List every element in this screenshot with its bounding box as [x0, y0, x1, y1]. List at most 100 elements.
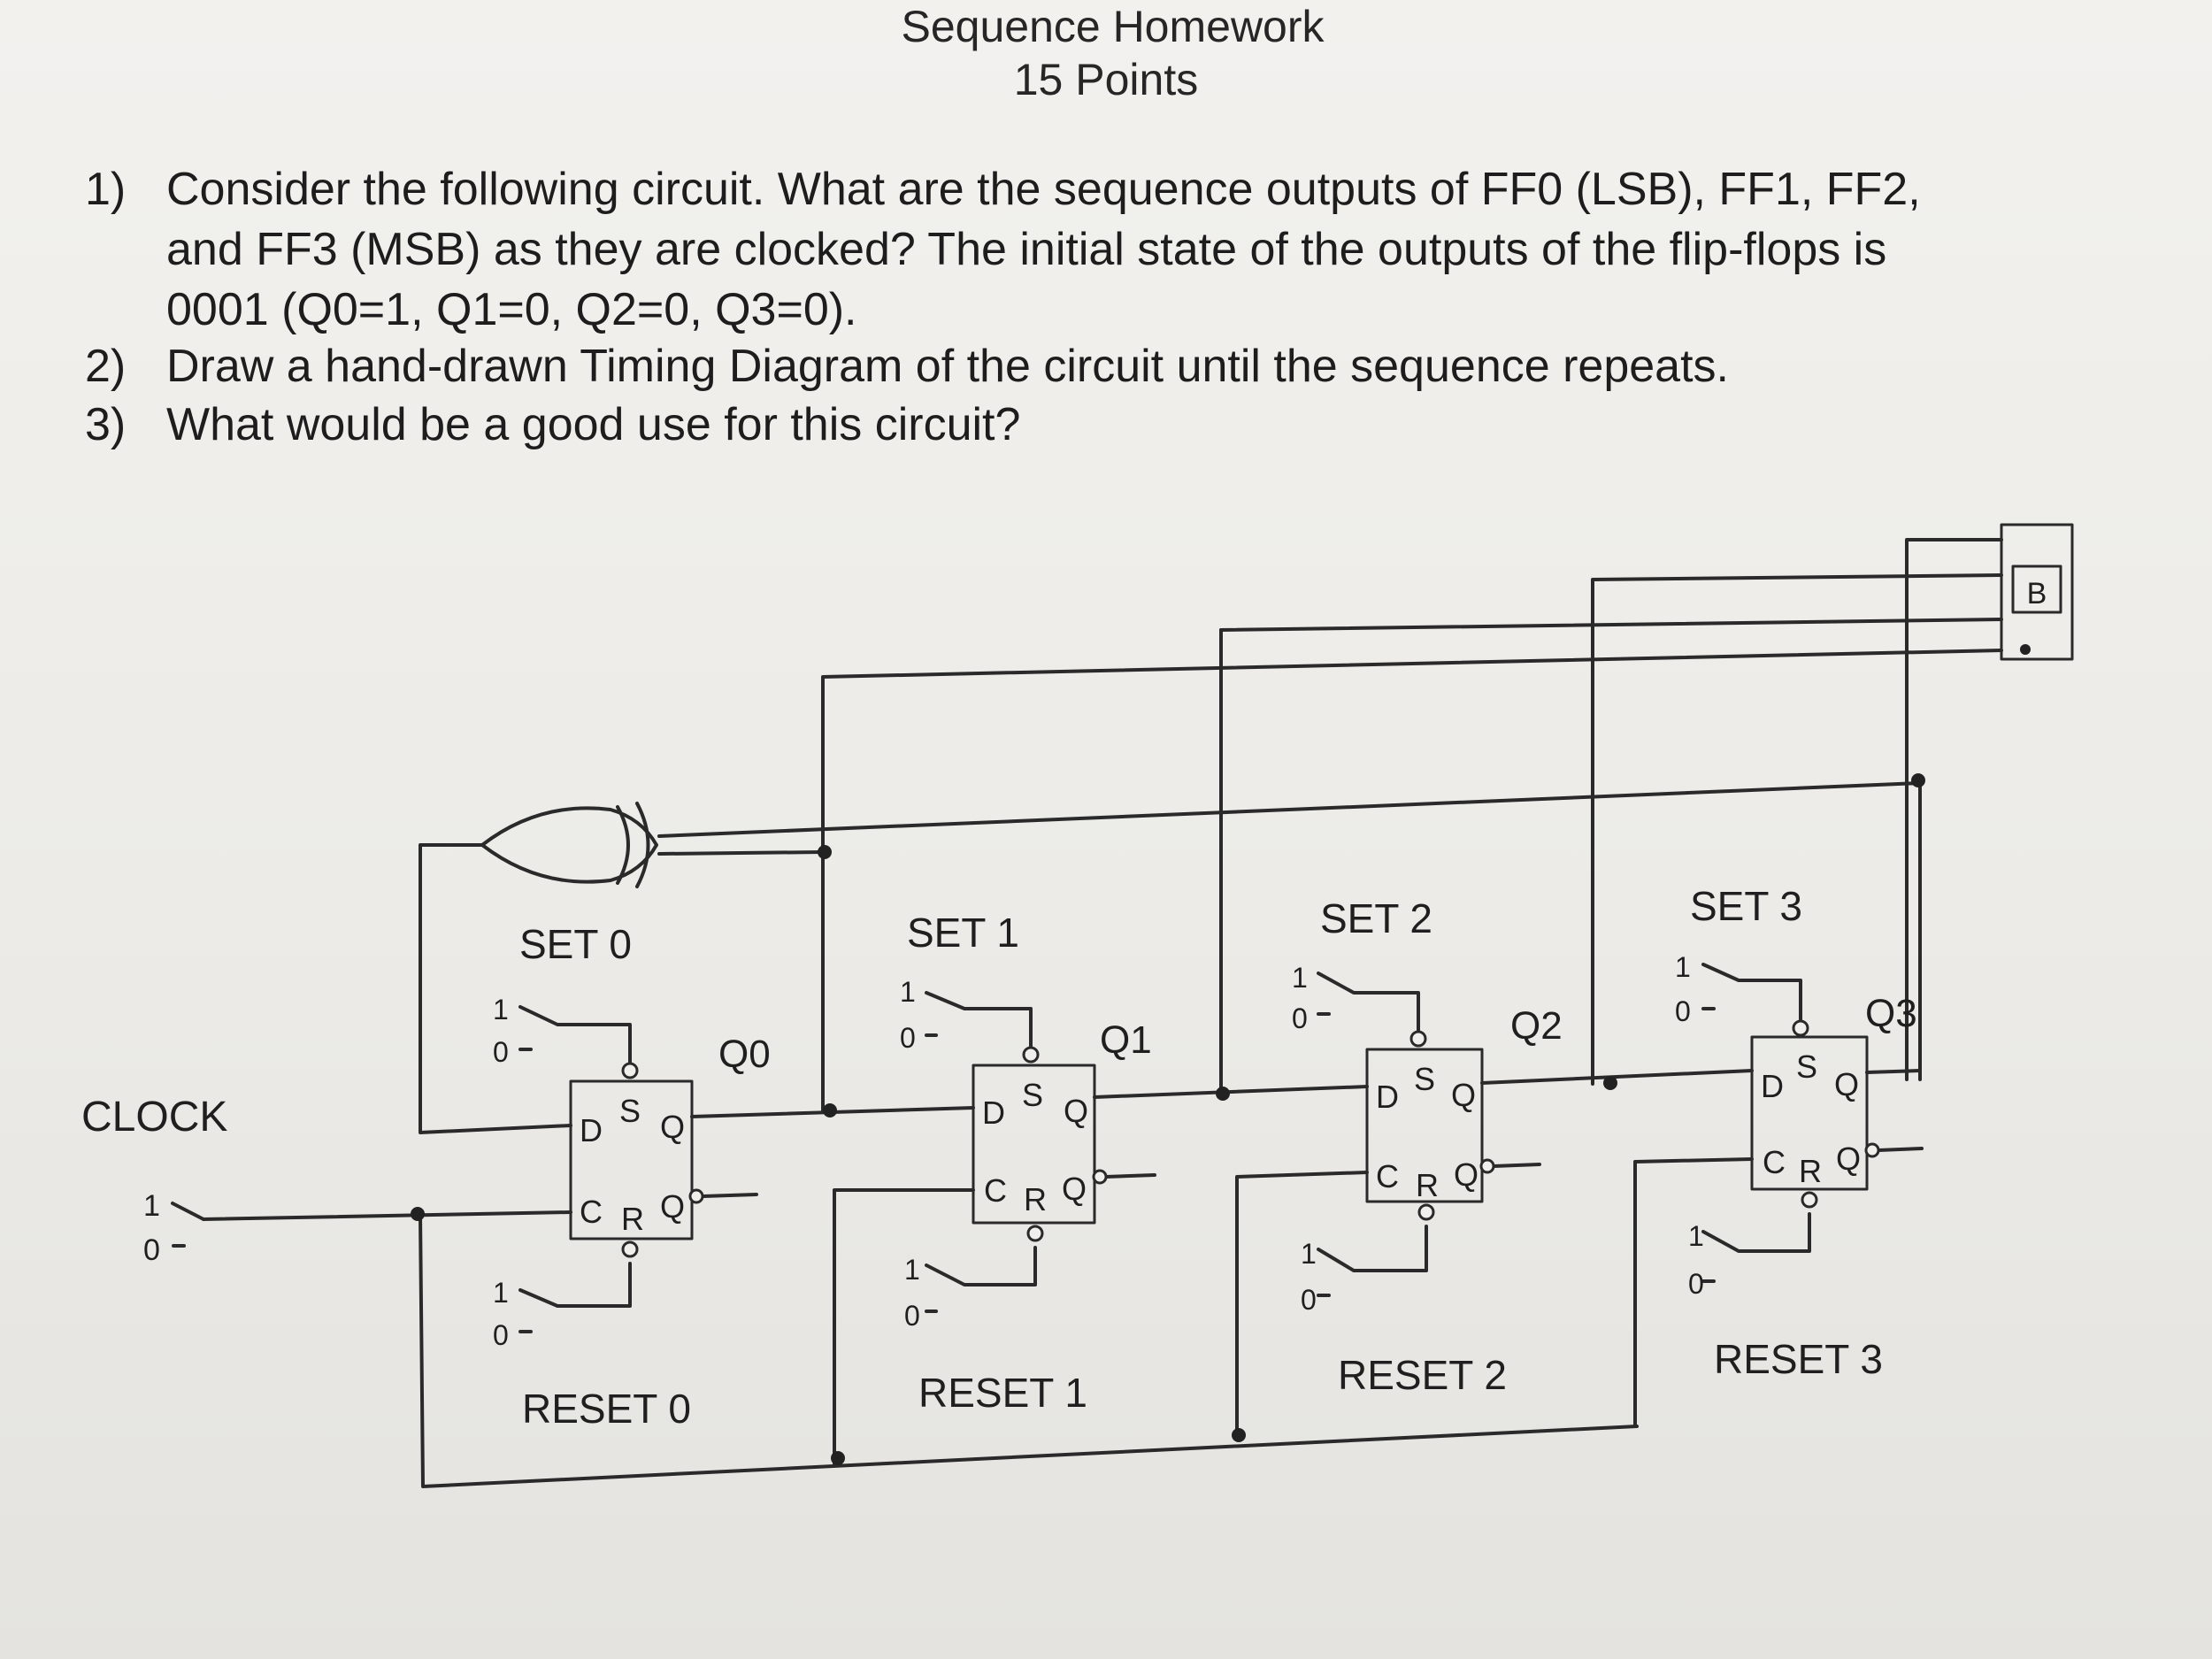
s3-bubble	[1792, 1019, 1809, 1037]
set1-one: 1	[900, 976, 916, 1008]
reset2-switch	[1317, 1225, 1428, 1272]
junction-dot	[411, 1207, 425, 1221]
reset1-switch	[925, 1246, 1037, 1286]
q0-to-display-wire	[821, 649, 2003, 1112]
ff0-s-pin: S	[619, 1093, 641, 1129]
xor-input-from-q0	[657, 850, 825, 856]
flip-flop-3	[1750, 1035, 1869, 1191]
q2-label: Q2	[1510, 1004, 1563, 1048]
question-1-line-1: Consider the following circuit. What are…	[166, 164, 1921, 215]
set0-one: 1	[493, 994, 509, 1025]
ff2-d-pin: D	[1376, 1079, 1399, 1115]
qbar0-stub	[702, 1193, 758, 1198]
junction-dot	[823, 1103, 837, 1118]
ff0-c-pin: C	[580, 1194, 603, 1230]
ff2-r-pin: R	[1416, 1167, 1439, 1203]
clock-label: CLOCK	[81, 1094, 227, 1141]
reset3-one: 1	[1688, 1220, 1704, 1252]
s1-bubble	[1022, 1046, 1040, 1064]
q1-label: Q1	[1100, 1018, 1152, 1062]
set3-switch	[1701, 963, 1802, 1021]
set2-one: 1	[1292, 962, 1308, 994]
ff3-s-pin: S	[1796, 1048, 1817, 1085]
ff0-qbar-pin: Q	[660, 1188, 685, 1225]
xor-gate	[480, 806, 658, 884]
r2-bubble	[1417, 1203, 1435, 1221]
xor-input-from-q3	[657, 781, 1922, 838]
reset0-one: 1	[493, 1277, 509, 1309]
ff2-c-pin: C	[1376, 1158, 1399, 1194]
reset1-one: 1	[904, 1254, 920, 1286]
question-number: 2)	[85, 341, 127, 392]
set3-one: 1	[1675, 951, 1691, 983]
question-1-line-2: and FF3 (MSB) as they are clocked? The i…	[166, 224, 1887, 275]
ff1-q-pin: Q	[1064, 1093, 1088, 1129]
clock-switch-lever	[171, 1202, 205, 1221]
junction-dot	[1911, 773, 1925, 787]
s2-bubble	[1409, 1030, 1427, 1048]
ff3-qbar-pin: Q	[1836, 1141, 1861, 1177]
ff2-q-pin: Q	[1451, 1077, 1476, 1113]
set0-zero: 0	[493, 1036, 509, 1068]
ff1-qbar-pin: Q	[1062, 1171, 1087, 1207]
qbar3-bubble	[1864, 1142, 1880, 1158]
reset3-switch	[1701, 1212, 1811, 1253]
reset-0-label: RESET 0	[522, 1386, 691, 1432]
q1-wire	[1093, 1085, 1369, 1099]
ff1-c-pin: C	[984, 1172, 1007, 1209]
reset-3-label: RESET 3	[1714, 1336, 1883, 1382]
reset2-zero: 0	[1301, 1284, 1317, 1316]
reset3-zero: 0	[1688, 1268, 1704, 1300]
reset-1-label: RESET 1	[918, 1370, 1087, 1416]
reset-2-label: RESET 2	[1338, 1352, 1507, 1398]
set-0-label: SET 0	[519, 921, 632, 967]
junction-dot	[1216, 1087, 1230, 1101]
xor-gate-inner-curve	[635, 802, 650, 888]
set3-zero: 0	[1675, 995, 1691, 1027]
ff1-r-pin: R	[1024, 1181, 1047, 1217]
q0-label: Q0	[718, 1033, 771, 1076]
qbar1-stub	[1104, 1173, 1156, 1179]
display-segment-box	[2011, 565, 2062, 614]
flip-flop-1	[972, 1064, 1096, 1225]
clock-bus-bottom	[419, 1212, 1639, 1488]
junction-dot	[831, 1451, 845, 1465]
ff3-r-pin: R	[1799, 1153, 1822, 1189]
ff0-r-pin: R	[621, 1201, 644, 1237]
clock-wire	[202, 1210, 572, 1221]
clock-to-ff2	[1235, 1171, 1369, 1435]
ff2-s-pin: S	[1414, 1061, 1435, 1097]
junction-dot	[1603, 1076, 1617, 1090]
set-3-label: SET 3	[1690, 883, 1802, 929]
question-1-line-3: 0001 (Q0=1, Q1=0, Q2=0, Q3=0).	[166, 284, 857, 335]
display-dot	[2020, 644, 2031, 655]
qbar2-bubble	[1479, 1158, 1495, 1174]
set2-zero: 0	[1292, 1002, 1308, 1034]
qbar0-bubble	[688, 1188, 704, 1204]
ff3-q-pin: Q	[1834, 1066, 1859, 1102]
set1-switch	[925, 991, 1033, 1048]
ff0-d-pin: D	[580, 1112, 603, 1148]
q3-wire	[1865, 1069, 1922, 1074]
worksheet-title: Sequence Homework	[901, 2, 1325, 51]
q2-wire	[1480, 1069, 1754, 1085]
q2-to-display-wire	[1591, 573, 2003, 1086]
qbar1-bubble	[1092, 1169, 1108, 1185]
r3-bubble	[1801, 1191, 1818, 1209]
reset0-switch	[518, 1262, 632, 1308]
q3-to-display-wire	[1905, 538, 2003, 1081]
ff3-c-pin: C	[1763, 1144, 1786, 1180]
s0-bubble	[621, 1062, 639, 1079]
question-2-line-1: Draw a hand-drawn Timing Diagram of the …	[166, 341, 1729, 392]
set-2-label: SET 2	[1320, 895, 1432, 941]
ff2-qbar-pin: Q	[1454, 1156, 1479, 1193]
ff3-d-pin: D	[1761, 1068, 1784, 1104]
junction-dot	[1232, 1428, 1246, 1442]
ff1-d-pin: D	[982, 1094, 1005, 1131]
ff1-s-pin: S	[1022, 1077, 1043, 1113]
reset1-zero: 0	[904, 1300, 920, 1332]
set0-switch	[518, 1005, 632, 1064]
qbar2-stub	[1492, 1163, 1541, 1168]
